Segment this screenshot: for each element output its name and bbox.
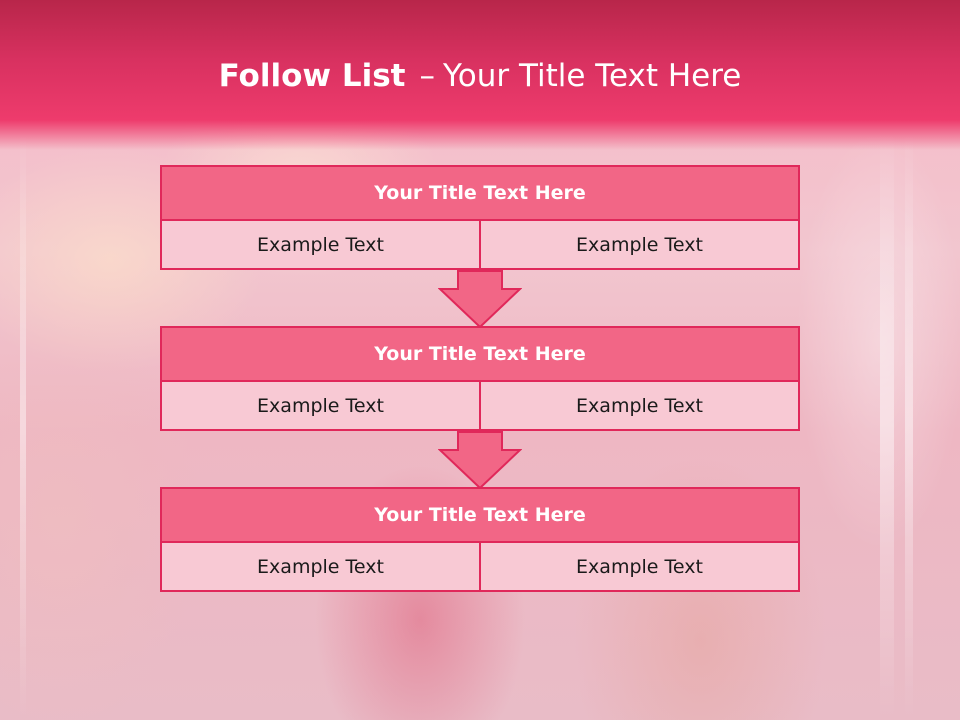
block-cell-left: Example Text: [160, 543, 481, 592]
slide-title: Follow List–Your Title Text Here: [0, 56, 960, 96]
block-row: Example Text Example Text: [160, 382, 800, 431]
slide-header: Follow List–Your Title Text Here: [0, 0, 960, 150]
list-block-2: Your Title Text Here Example Text Exampl…: [160, 326, 800, 431]
block-cell-left: Example Text: [160, 221, 481, 270]
block-row: Example Text Example Text: [160, 543, 800, 592]
down-arrow-icon: [438, 270, 522, 328]
block-cell-left: Example Text: [160, 382, 481, 431]
slide-title-bold: Follow List: [218, 58, 406, 94]
list-block-1: Your Title Text Here Example Text Exampl…: [160, 165, 800, 270]
block-cell-right: Example Text: [481, 221, 800, 270]
down-arrow-icon: [438, 431, 522, 489]
light-streak: [880, 130, 894, 720]
block-title: Your Title Text Here: [160, 487, 800, 543]
light-streak: [905, 130, 913, 720]
block-title: Your Title Text Here: [160, 165, 800, 221]
slide-title-rest: Your Title Text Here: [442, 58, 742, 94]
block-row: Example Text Example Text: [160, 221, 800, 270]
block-cell-right: Example Text: [481, 543, 800, 592]
light-streak: [20, 130, 26, 720]
list-block-3: Your Title Text Here Example Text Exampl…: [160, 487, 800, 592]
block-cell-right: Example Text: [481, 382, 800, 431]
block-title: Your Title Text Here: [160, 326, 800, 382]
slide-title-dash: –: [419, 58, 435, 94]
